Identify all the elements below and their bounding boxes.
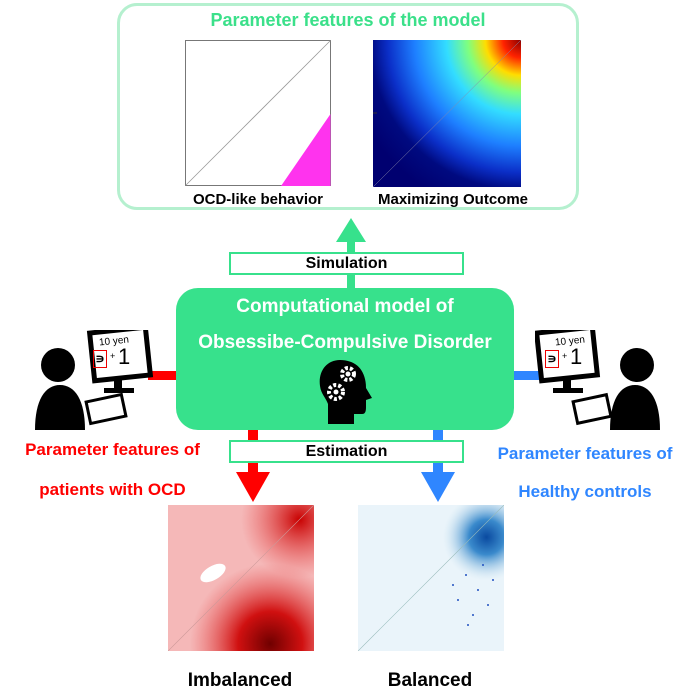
balanced-label: Balanced xyxy=(387,670,473,691)
imbalanced-label: Imbalanced xyxy=(187,670,293,691)
control-features-line1: Parameter features of xyxy=(497,444,673,463)
patient-screen-symbol-icon: ∍ xyxy=(93,350,107,368)
button-pad-icon xyxy=(84,392,128,426)
button-pad-icon xyxy=(571,392,613,426)
ocd-like-behavior-label: OCD-like behavior xyxy=(192,191,324,208)
head-gears-icon xyxy=(319,360,372,424)
control-connector xyxy=(512,371,542,380)
patient-screen-plus: + xyxy=(110,351,116,361)
maximizing-outcome-heatmap xyxy=(373,40,521,187)
model-title-line1: Computational model of xyxy=(236,296,454,317)
patient-screen-one: 1 xyxy=(118,344,131,369)
balanced-density-plot xyxy=(358,505,504,651)
maximizing-outcome-label: Maximizing Outcome xyxy=(377,191,529,208)
diagonal-line xyxy=(373,40,521,187)
control-screen-plus: + xyxy=(562,351,568,361)
patient-participant-icon xyxy=(35,330,154,430)
model-features-panel xyxy=(117,3,579,210)
patient-connector xyxy=(148,371,178,380)
control-features-line2: Healthy controls xyxy=(518,482,652,501)
control-screen-symbol-icon: ∍ xyxy=(545,350,559,368)
estimation-label: Estimation xyxy=(229,440,464,463)
model-features-title: Parameter features of the model xyxy=(210,10,486,30)
imbalanced-density-plot xyxy=(168,505,314,651)
ocd-like-behavior-plot xyxy=(185,40,331,186)
simulation-label: Simulation xyxy=(229,252,464,275)
patient-features-line1: Parameter features of xyxy=(25,440,200,459)
diagonal-line xyxy=(185,40,331,186)
ocd-region xyxy=(281,114,331,186)
patient-features-line2: patients with OCD xyxy=(39,480,186,499)
model-title-line2: Obsessibe-Compulsive Disorder xyxy=(198,332,492,353)
control-screen-one: 1 xyxy=(570,344,583,369)
